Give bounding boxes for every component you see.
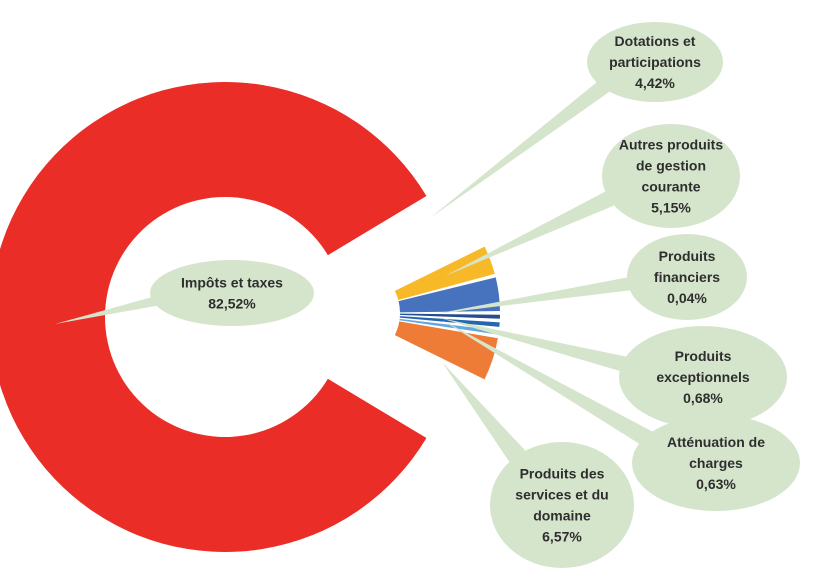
slice-produits-financiers bbox=[399, 313, 500, 319]
slice-label: Autres produits bbox=[619, 137, 723, 153]
slice-value: 6,57% bbox=[542, 529, 582, 545]
callout-bubble bbox=[619, 326, 787, 428]
callout-bubble bbox=[602, 124, 740, 228]
slice-label: participations bbox=[609, 54, 701, 70]
callout-bubble bbox=[587, 22, 723, 102]
slice-label: Atténuation de bbox=[667, 434, 765, 450]
callout-pointer bbox=[445, 183, 630, 276]
callout-autres-produits: Autres produits de gestion courante 5,15% bbox=[445, 124, 740, 276]
callout-impots-et-taxes: Impôts et taxes 82,52% bbox=[55, 260, 314, 326]
slice-autres-produits bbox=[398, 277, 500, 313]
callout-pointer bbox=[55, 291, 176, 324]
slice-label: Dotations et bbox=[615, 33, 696, 49]
slice-produits-services bbox=[394, 321, 498, 380]
callout-pointer bbox=[440, 318, 647, 377]
slice-label: Produits des bbox=[520, 466, 605, 482]
callout-produits-services: Produits des services et du domaine 6,57% bbox=[442, 362, 634, 568]
slice-dotations bbox=[394, 246, 495, 300]
slice-label: exceptionnels bbox=[656, 369, 750, 385]
slice-produits-exceptionnels bbox=[399, 316, 500, 327]
chart-slices bbox=[0, 82, 500, 552]
callout-produits-exceptionnels: Produits exceptionnels 0,68% bbox=[440, 318, 787, 428]
callout-bubble bbox=[150, 260, 314, 326]
callout-produits-financiers: Produits financiers 0,04% bbox=[435, 234, 747, 320]
slice-value: 0,68% bbox=[683, 390, 723, 406]
slice-value: 5,15% bbox=[651, 200, 691, 216]
chart-callouts: Impôts et taxes 82,52% Dotations et partici… bbox=[55, 22, 800, 568]
slice-value: 82,52% bbox=[208, 296, 256, 312]
slice-label: Produits bbox=[659, 248, 716, 264]
slice-label: de gestion bbox=[636, 158, 706, 174]
slice-value: 0,04% bbox=[667, 290, 707, 306]
callout-dotations: Dotations et participations 4,42% bbox=[430, 22, 723, 218]
slice-impots-et-taxes bbox=[0, 82, 427, 552]
slice-label: services et du bbox=[515, 487, 608, 503]
callout-pointer bbox=[435, 274, 645, 314]
callout-pointer bbox=[442, 320, 668, 454]
slice-label: Impôts et taxes bbox=[181, 275, 283, 291]
slice-value: 0,63% bbox=[696, 476, 736, 492]
slice-label: financiers bbox=[654, 269, 720, 285]
slice-attenuation-charges bbox=[399, 318, 499, 335]
callout-attenuation-charges: Atténuation de charges 0,63% bbox=[442, 320, 800, 511]
callout-bubble bbox=[490, 442, 634, 568]
callout-bubble bbox=[627, 234, 747, 320]
callout-pointer bbox=[430, 73, 621, 218]
slice-label: Produits bbox=[675, 348, 732, 364]
slice-label: charges bbox=[689, 455, 743, 471]
slice-value: 4,42% bbox=[635, 75, 675, 91]
slice-label: domaine bbox=[533, 508, 591, 524]
slice-label: courante bbox=[641, 179, 700, 195]
callout-bubble bbox=[632, 415, 800, 511]
callout-pointer bbox=[442, 362, 538, 477]
